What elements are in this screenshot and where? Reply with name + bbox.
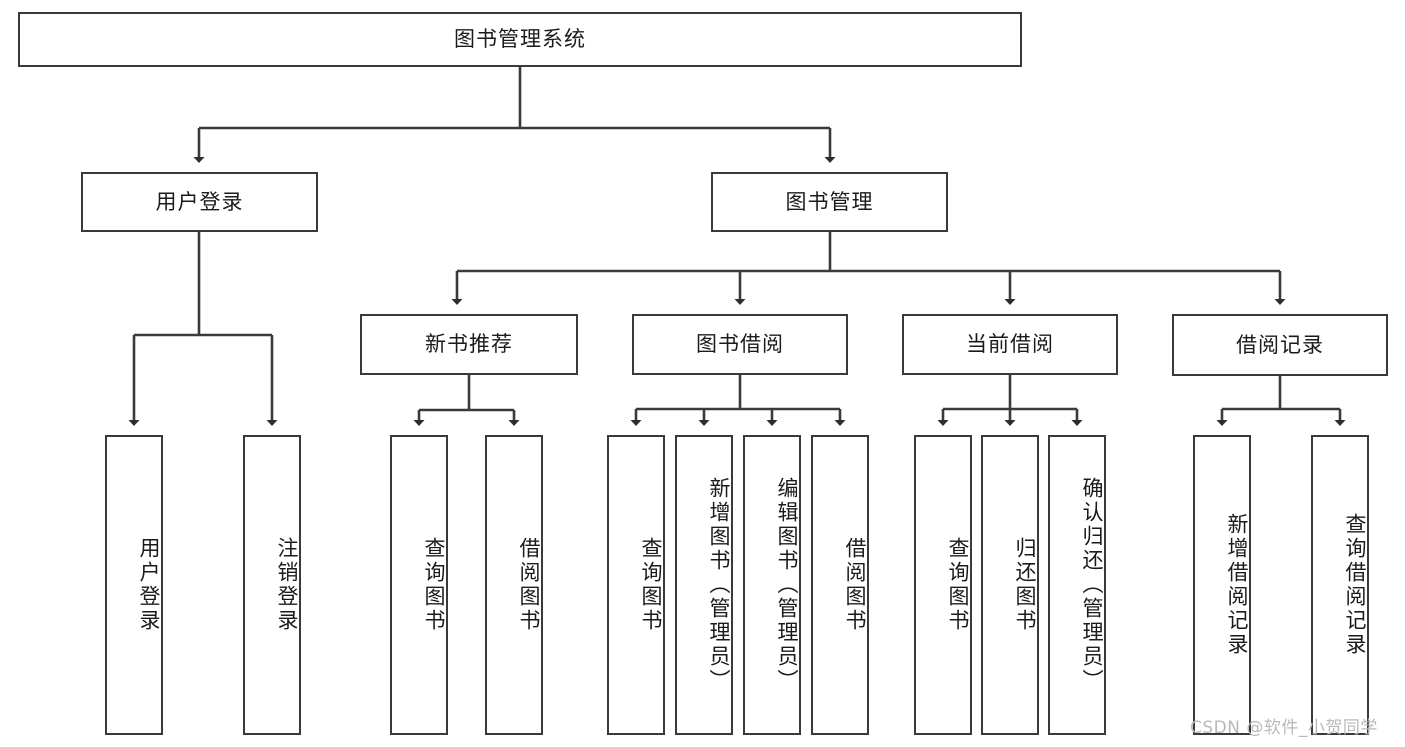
node-current-borrowing[interactable]: 当前借阅 [902, 314, 1118, 375]
node-user-login[interactable]: 用户登录 [81, 172, 318, 232]
leaf-user-login-logout[interactable]: 注销登录 [243, 435, 301, 735]
node-root-system[interactable]: 图书管理系统 [18, 12, 1022, 67]
node-label: 注销登录 [275, 537, 299, 633]
node-label: 借阅图书 [843, 537, 867, 633]
leaf-record-add[interactable]: 新增借阅记录 [1193, 435, 1251, 735]
node-label: 借阅图书 [517, 537, 541, 633]
node-label: 查询图书 [946, 537, 970, 633]
leaf-current-borrow-query[interactable]: 查询图书 [914, 435, 972, 735]
node-label: 新书推荐 [425, 332, 513, 357]
leaf-current-borrow-confirm-return[interactable]: 确认归还（管理员） [1048, 435, 1106, 735]
node-label: 查询图书 [639, 537, 663, 633]
node-label: 新增图书（管理员） [707, 477, 731, 693]
leaf-user-login-login[interactable]: 用户登录 [105, 435, 163, 735]
node-label: 确认归还（管理员） [1080, 477, 1104, 693]
leaf-book-borrow-edit[interactable]: 编辑图书（管理员） [743, 435, 801, 735]
node-new-book-recommendation[interactable]: 新书推荐 [360, 314, 578, 375]
leaf-book-borrow-add[interactable]: 新增图书（管理员） [675, 435, 733, 735]
node-label: 借阅记录 [1236, 332, 1324, 357]
node-label: 图书借阅 [696, 332, 784, 357]
node-label: 新增借阅记录 [1225, 513, 1249, 657]
node-label: 图书管理 [785, 189, 874, 214]
node-label: 编辑图书（管理员） [775, 477, 799, 693]
node-book-borrowing[interactable]: 图书借阅 [632, 314, 848, 375]
leaf-book-borrow-borrow[interactable]: 借阅图书 [811, 435, 869, 735]
node-book-management[interactable]: 图书管理 [711, 172, 948, 232]
csdn-watermark: CSDN @软件_小贺同学 [1190, 718, 1378, 738]
node-borrow-records[interactable]: 借阅记录 [1172, 314, 1388, 376]
leaf-new-book-borrow[interactable]: 借阅图书 [485, 435, 543, 735]
node-label: 当前借阅 [966, 332, 1054, 357]
node-label: 归还图书 [1013, 537, 1037, 633]
leaf-current-borrow-return[interactable]: 归还图书 [981, 435, 1039, 735]
node-label: 查询借阅记录 [1343, 513, 1367, 657]
leaf-new-book-query[interactable]: 查询图书 [390, 435, 448, 735]
node-label: 用户登录 [137, 537, 161, 633]
node-label: 查询图书 [422, 537, 446, 633]
leaf-book-borrow-query[interactable]: 查询图书 [607, 435, 665, 735]
node-label: 用户登录 [155, 189, 244, 214]
leaf-record-query[interactable]: 查询借阅记录 [1311, 435, 1369, 735]
node-label: 图书管理系统 [454, 27, 586, 52]
